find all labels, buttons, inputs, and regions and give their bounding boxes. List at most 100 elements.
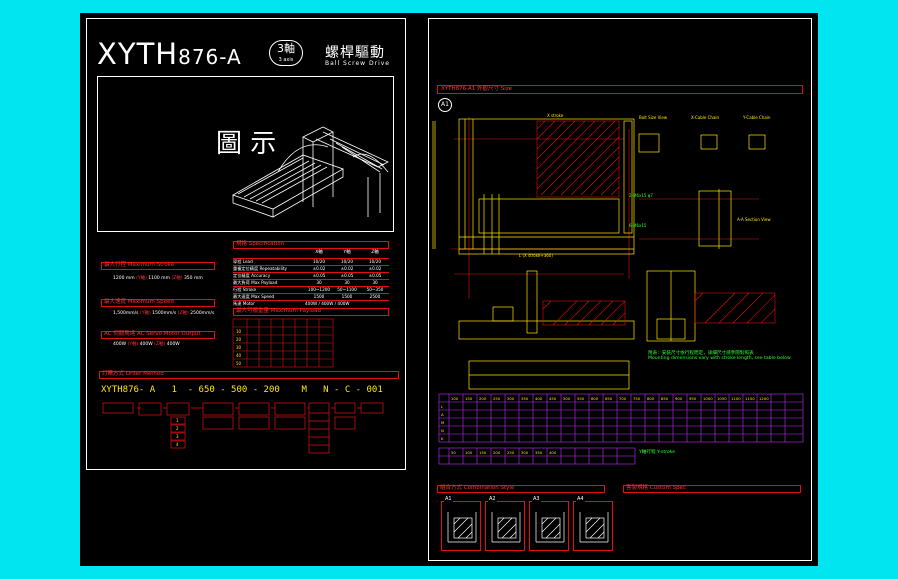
combo-title-bar: [437, 485, 605, 493]
svg-text:50: 50: [451, 450, 456, 455]
svg-text:300: 300: [521, 450, 529, 455]
svg-text:200: 200: [479, 396, 487, 401]
spec-cell: 30: [316, 280, 322, 285]
combo-item: A3: [529, 496, 569, 551]
drawing-sheet: XYTH876-A 3軸 3 axis 螺桿驅動 Ball Screw Driv…: [80, 13, 818, 566]
order-code: XYTH876- A 1 - 650 - 500 - 200 M N - C -…: [101, 385, 383, 395]
payload-title: 最大可搬重量 Maximum Payload: [236, 308, 322, 314]
svg-text:Bolt Size View: Bolt Size View: [639, 115, 668, 120]
spec-cell: ±0.02: [312, 266, 326, 271]
svg-text:250: 250: [507, 450, 515, 455]
svg-text:650: 650: [605, 396, 613, 401]
stroke-values: 1200 mm (Y軸) 1100 mm (Z軸) 350 mm: [113, 276, 203, 281]
speed-values: 1,500mm/s (Y軸) 1500mm/s (Z軸) 2500mm/s: [113, 311, 215, 316]
motor-title: AC 伺服馬達 AC Servo Motor Output: [104, 331, 201, 337]
spec-row-label: 導程 Lead: [233, 259, 253, 264]
svg-text:K: K: [441, 436, 444, 441]
svg-text:850: 850: [661, 396, 669, 401]
svg-text:1050: 1050: [717, 396, 727, 401]
svg-text:100: 100: [451, 396, 459, 401]
spec-cell: 30: [344, 280, 350, 285]
right-header-bar: [437, 85, 803, 94]
svg-text:30: 30: [236, 345, 242, 350]
svg-text:3: 3: [176, 434, 179, 439]
svg-text:1100: 1100: [731, 396, 741, 401]
stroke-title: 最大行程 Maximum Stroke: [104, 262, 175, 268]
illustration-label: 圖 示: [216, 129, 277, 159]
svg-text:4: 4: [176, 442, 179, 447]
motor-values: 400W (Y軸) 400W (Z軸) 400W: [113, 342, 180, 347]
svg-text:40: 40: [236, 353, 242, 358]
spec-cell: 1500: [341, 294, 353, 299]
spec-cell: 50~350: [366, 287, 384, 292]
svg-text:10: 10: [236, 329, 242, 334]
spec-cell: 100~1200: [307, 287, 331, 292]
model-name: XYTH: [97, 37, 179, 71]
motor-title-bar: [101, 331, 215, 339]
spec-cell: ±0.05: [340, 273, 354, 278]
svg-text:150: 150: [479, 450, 487, 455]
svg-text:1200: 1200: [759, 396, 769, 401]
robot-sketch: [232, 126, 389, 218]
svg-text:A: A: [441, 412, 444, 417]
combo-sketch: [447, 512, 477, 543]
order-title-bar: [99, 371, 399, 379]
table-note: Y軸行程 Y-stroke: [639, 450, 676, 455]
right-panel: XYTH876-A1 外觀尺寸 Size A1: [428, 18, 812, 561]
spec-cell: 30: [372, 280, 378, 285]
svg-text:2: 2: [176, 426, 179, 431]
svg-text:350: 350: [535, 450, 543, 455]
spec-cell: 10/20: [312, 259, 326, 264]
custom-title-bar: [623, 485, 801, 493]
spec-row-label: 馬達 Motor: [233, 301, 255, 306]
svg-text:1150: 1150: [745, 396, 755, 401]
spec-cell: 10/20: [368, 259, 382, 264]
spec-cell: [333, 301, 361, 307]
spec-row: 定位精度 Accuracy±0.05±0.05±0.05: [233, 272, 389, 279]
custom-title: 客製規格 Custom Spec: [626, 485, 686, 491]
svg-text:600: 600: [591, 396, 599, 401]
spec-cell: 2500: [369, 294, 381, 299]
svg-text:2-M6x15 φ7: 2-M6x15 φ7: [629, 193, 653, 198]
svg-text:6-M6x15: 6-M6x15: [629, 223, 647, 228]
svg-text:900: 900: [675, 396, 683, 401]
svg-text:950: 950: [689, 396, 697, 401]
svg-text:700: 700: [619, 396, 627, 401]
drawing-badge: A1: [438, 98, 452, 112]
svg-text:750: 750: [633, 396, 641, 401]
combo-item: A4: [573, 496, 613, 551]
spec-row-label: 行程 Stroke: [233, 287, 257, 292]
axis-badge: 3軸 3 axis: [269, 40, 303, 66]
combo-label: A1: [444, 496, 453, 502]
order-title: 訂購方式 Order Method: [102, 371, 164, 377]
svg-text:350: 350: [521, 396, 529, 401]
svg-text:300: 300: [507, 396, 515, 401]
spec-row: 重複定位精度 Repeatability±0.02±0.02±0.02: [233, 265, 389, 272]
svg-text:L (X stroke+360): L (X stroke+360): [519, 253, 553, 258]
svg-text:A-A Section View: A-A Section View: [737, 217, 771, 222]
combo-label: A4: [576, 496, 585, 502]
x-stroke-label: X stroke: [547, 113, 564, 118]
drive-cn: 螺桿驅動: [325, 45, 385, 61]
svg-text:500: 500: [563, 396, 571, 401]
model-title: XYTH876-A: [97, 37, 242, 71]
spec-title: 規格 Specification: [236, 241, 285, 247]
mounting-note: 附表：安裝尺寸依行程而定，詳細尺寸請參閱對照表 Mounting dimensi…: [648, 351, 791, 362]
svg-text:400: 400: [549, 450, 557, 455]
svg-text:200: 200: [493, 450, 501, 455]
spec-row: 導程 Lead 10/20 10/20 10/20: [233, 258, 389, 265]
combo-sketch: [491, 512, 521, 543]
spec-cell: 10/20: [340, 259, 354, 264]
svg-text:100: 100: [465, 450, 473, 455]
combo-label: A3: [532, 496, 541, 502]
spec-cell: ±0.02: [368, 266, 382, 271]
svg-text:1000: 1000: [703, 396, 713, 401]
right-header: XYTH876-A1 外觀尺寸 Size: [441, 86, 513, 92]
svg-text:550: 550: [577, 396, 585, 401]
